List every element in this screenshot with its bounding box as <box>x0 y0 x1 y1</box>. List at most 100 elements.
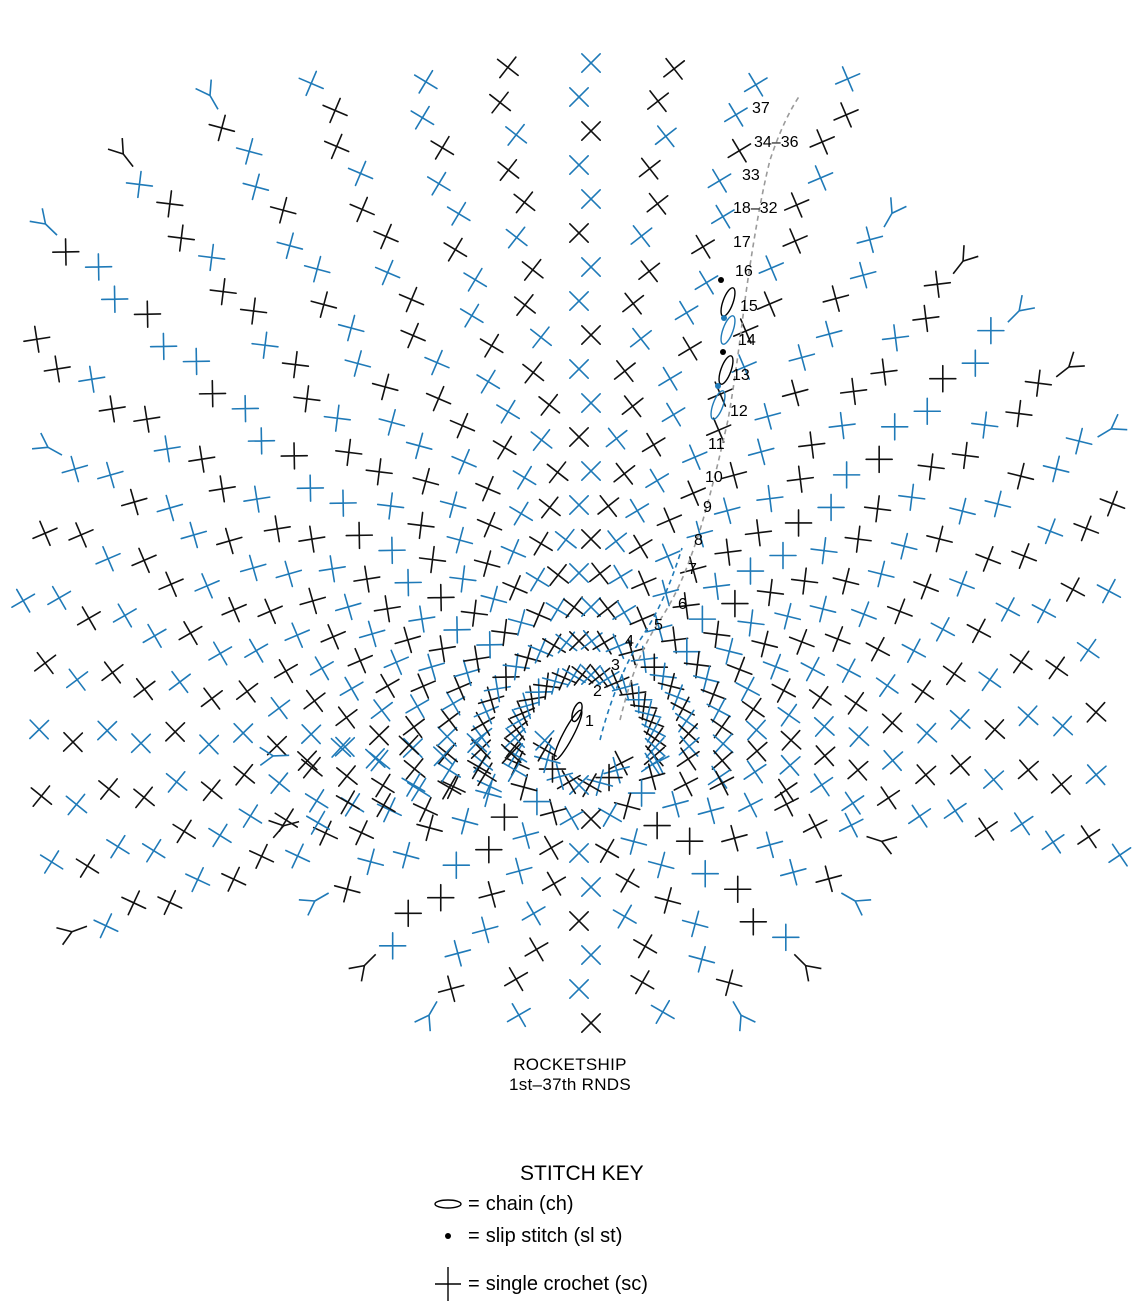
round-label: 18–32 <box>733 200 778 217</box>
sc-stitch <box>405 694 430 719</box>
sc-stitch <box>898 483 926 512</box>
stitch-row <box>643 735 1107 795</box>
sc-stitch <box>521 901 546 926</box>
sc-stitch <box>627 779 656 807</box>
sc-stitch <box>673 771 699 797</box>
sc-stitch <box>424 349 450 376</box>
sc-stitch <box>244 638 269 663</box>
sc-stitch <box>158 571 184 598</box>
spoke-tip <box>883 197 907 228</box>
sc-stitch <box>413 69 438 94</box>
stitch-row <box>31 432 540 720</box>
sc-stitch <box>263 515 291 543</box>
sc-stitch <box>318 555 346 583</box>
sc-stitch <box>333 875 361 903</box>
sc-stitch <box>281 350 310 379</box>
sc-stitch <box>810 773 834 797</box>
stitch-row <box>410 69 586 688</box>
sc-stitch <box>412 796 439 823</box>
sc-stitch <box>836 658 862 683</box>
sc-stitch <box>209 277 237 306</box>
sc-stitch <box>833 102 859 128</box>
sc-stitch <box>401 772 426 797</box>
sc-stitch <box>984 719 1006 740</box>
sc-stitch <box>661 402 686 427</box>
sc-stitch <box>1096 578 1122 604</box>
sc-stitch <box>75 854 100 878</box>
sc-stitch <box>539 835 564 860</box>
sc-stitch <box>1011 543 1038 569</box>
sc-stitch <box>774 602 802 630</box>
chain-icon <box>430 1189 466 1219</box>
sc-stitch <box>581 189 601 209</box>
sc-stitch <box>506 709 531 734</box>
sc-stitch <box>365 458 393 486</box>
sc-stitch <box>563 596 586 619</box>
sc-stitch <box>620 828 648 855</box>
sc-stitch <box>509 501 534 526</box>
sc-stitch <box>691 859 720 888</box>
sc-stitch <box>966 618 992 644</box>
stitch-row <box>32 520 536 726</box>
sc-stitch <box>441 691 466 716</box>
stitch-row <box>29 208 553 706</box>
sc-stitch <box>33 651 57 675</box>
stitch-spokes <box>11 53 1132 1033</box>
spoke-tip <box>259 746 290 767</box>
sc-stitch <box>512 465 537 490</box>
round-label: 2 <box>593 683 602 700</box>
sc-stitch <box>273 659 298 684</box>
sc-stitch <box>322 97 348 124</box>
sc-stitch <box>383 649 410 676</box>
sc-stitch <box>881 712 903 734</box>
sc-stitch <box>569 155 589 175</box>
sc-stitch <box>839 377 868 406</box>
sc-stitch <box>304 788 329 813</box>
sc-stitch <box>615 868 640 893</box>
sc-stitch <box>971 411 999 439</box>
sc-stitch <box>605 427 628 450</box>
sc-stitch <box>532 672 561 700</box>
sc-stitch <box>426 171 451 196</box>
round-label: 5 <box>654 617 663 634</box>
sc-stitch <box>942 662 966 686</box>
sc-stitch <box>269 196 297 224</box>
sc-stitch <box>131 547 157 574</box>
sc-stitch <box>496 399 521 424</box>
stitch-row <box>644 701 1107 758</box>
sc-stitch <box>412 467 440 495</box>
sc-stitch <box>807 165 834 191</box>
stitch-row <box>348 755 567 982</box>
sc-stitch <box>595 666 620 691</box>
sc-stitch <box>357 848 385 876</box>
sc-stitch <box>771 678 797 703</box>
stitch-row <box>643 638 1100 751</box>
sc-stitch <box>569 563 589 583</box>
sc-stitch <box>112 603 137 628</box>
stitch-row <box>107 137 561 700</box>
sc-stitch <box>865 445 893 474</box>
sc-stitch <box>630 225 653 248</box>
sc-stitch <box>133 300 162 328</box>
spoke-tip <box>56 925 88 946</box>
stitch-row <box>608 749 898 855</box>
sc-stitch <box>513 293 536 317</box>
sc-stitch <box>809 595 837 623</box>
round-label: 3 <box>611 657 620 674</box>
sc-stitch <box>368 725 390 746</box>
sc-stitch <box>398 734 420 756</box>
sc-stitch <box>769 541 797 570</box>
center-ring <box>553 277 736 761</box>
sc-stitch <box>581 257 601 277</box>
sc-stitch <box>208 823 232 848</box>
sc-stitch <box>569 979 589 999</box>
sc-stitch <box>712 733 734 755</box>
sc-stitch <box>437 758 462 783</box>
sc-stitch <box>628 534 653 559</box>
sc-stitch <box>297 750 318 772</box>
sc-stitch <box>781 379 809 407</box>
sc-stitch <box>780 729 802 751</box>
key-row-single-crochet: = single crochet (sc) <box>430 1267 648 1301</box>
sc-stitch <box>710 204 735 229</box>
